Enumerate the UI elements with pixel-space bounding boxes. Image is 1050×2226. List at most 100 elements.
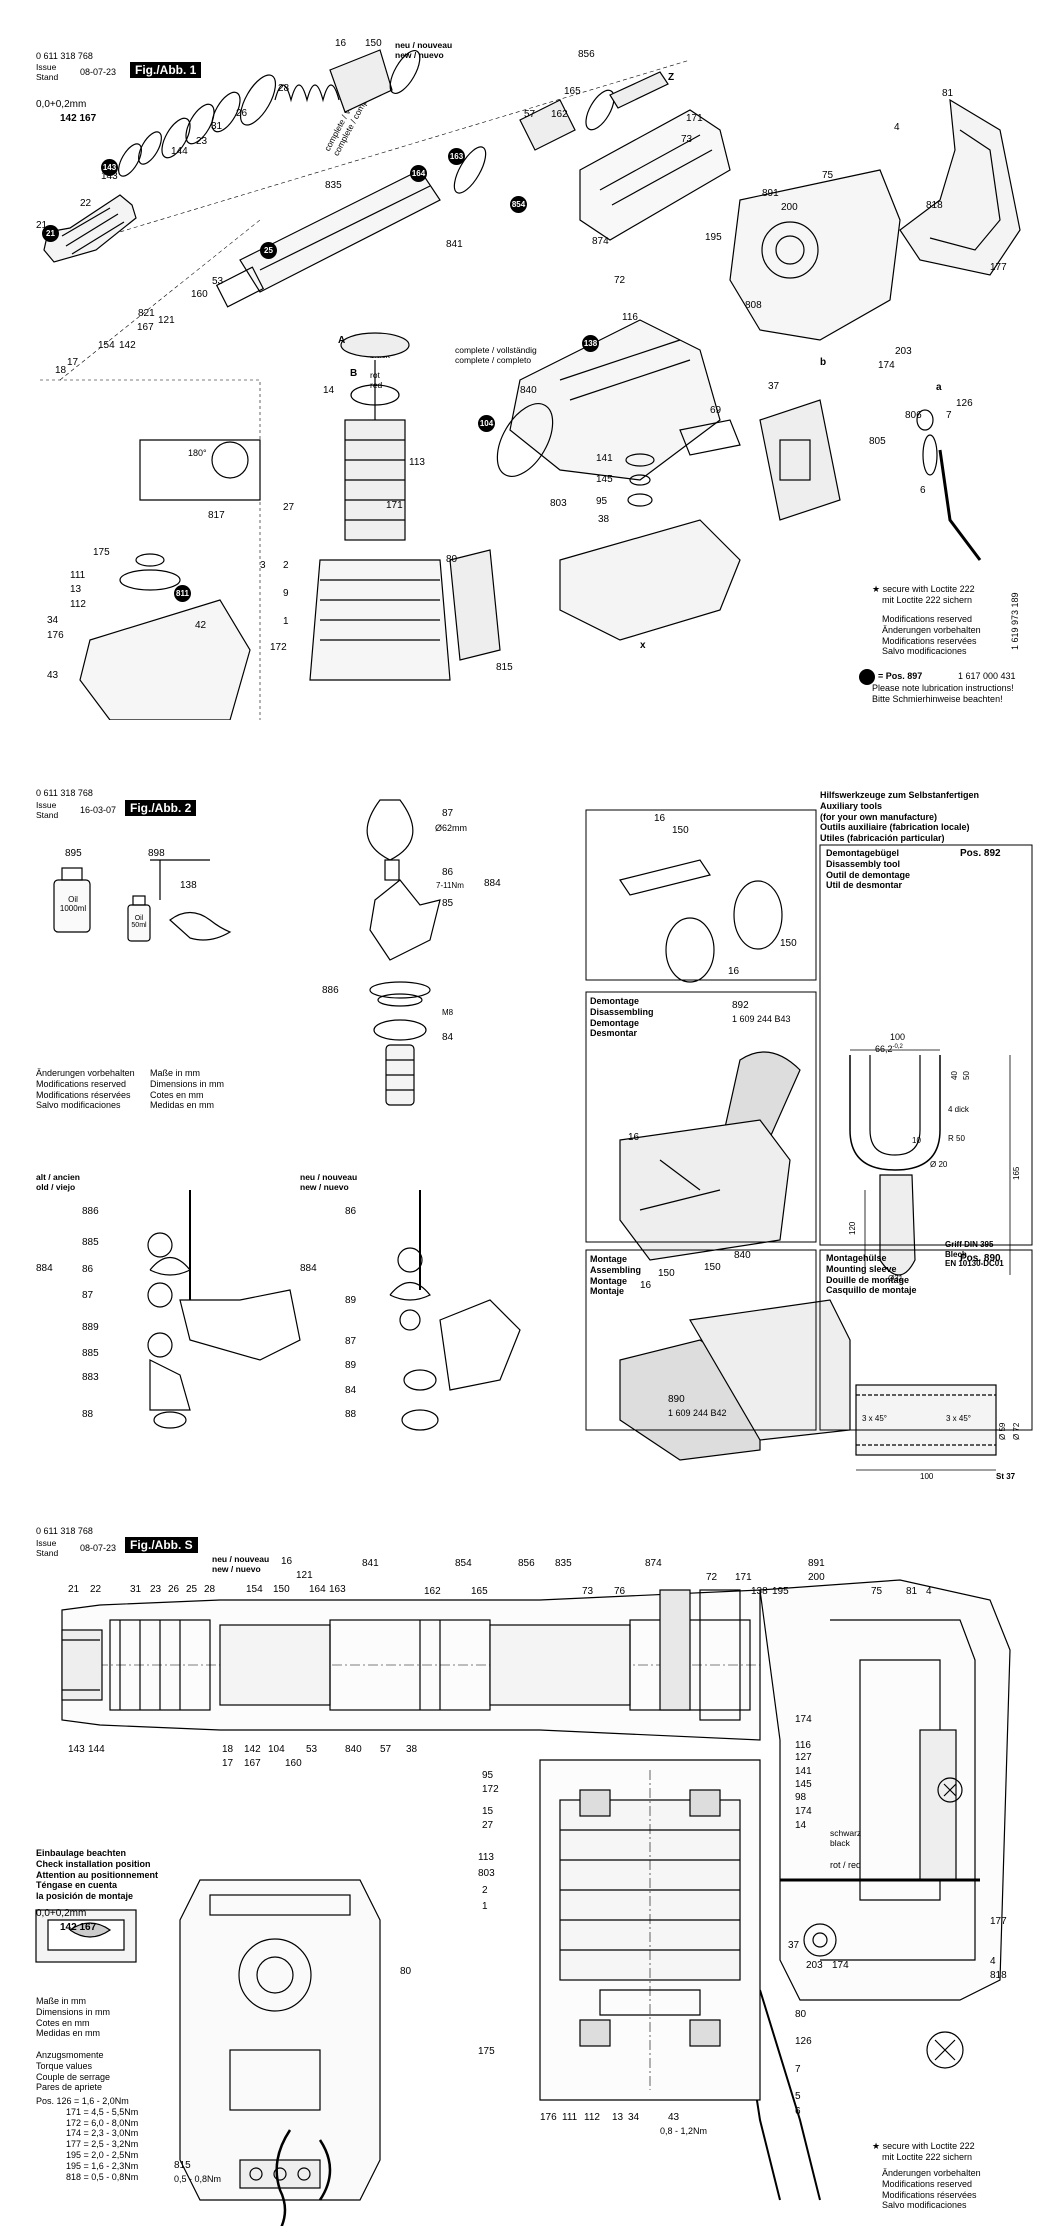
part-label: 81 (906, 1586, 918, 1597)
part-label: 27 (482, 1820, 494, 1831)
part-label: 87 (345, 1336, 357, 1347)
tolerance-parts: 142 167 (60, 113, 97, 124)
part-label: 69 (710, 405, 722, 416)
part-label: 840 (345, 1744, 362, 1755)
part-label: 17 (67, 357, 79, 368)
doc-number: 0 611 318 768 (36, 1526, 93, 1536)
star-icon: ★ (872, 584, 881, 594)
tolerance-label: 0,0+0,2mm (36, 99, 87, 110)
stand-date: 08-07-23 (80, 67, 117, 77)
part-label: 80 (446, 554, 458, 565)
part-label: 171 (686, 113, 703, 124)
part-label: 165 (564, 86, 581, 97)
part-label: 175 (93, 547, 110, 558)
part-label: 13 (612, 2112, 624, 2123)
part-label: 116 (795, 1740, 811, 1751)
part-label: 75 (871, 1586, 883, 1597)
lube-dot-icon (859, 669, 875, 685)
part-label: 162 (551, 109, 568, 120)
part-label: 4 (894, 122, 900, 133)
stand-date: 08-07-23 (80, 1543, 117, 1553)
part-label: 2 (482, 1885, 488, 1896)
part-label: 160 (191, 289, 208, 300)
part-label: 4 (926, 1586, 932, 1597)
part-label: 892 (732, 1000, 749, 1011)
star-icon: ★ (872, 2141, 881, 2151)
part-label: 43 (47, 670, 59, 681)
part-label: 141 (596, 453, 613, 464)
part-label: 57 (524, 109, 536, 120)
part-label: 34 (628, 2112, 640, 2123)
part-label: 86 (82, 1264, 94, 1275)
part-label: 150 (365, 38, 382, 49)
part-label: 817 (208, 510, 225, 521)
part-label: 145 (795, 1779, 812, 1790)
part-label: 73 (681, 134, 693, 145)
part-label: 126 (956, 398, 973, 409)
part-label: 177 (990, 1916, 1007, 1927)
part-label: 138 (751, 1586, 768, 1597)
dim-label: 4 dick (948, 1105, 969, 1114)
part-label: 143 (68, 1744, 85, 1755)
part-label: 895 (65, 848, 82, 859)
figure-tag: Fig./Abb. S (125, 1537, 198, 1553)
part-label: 174 (878, 360, 895, 371)
part-label: 200 (808, 1572, 825, 1583)
part-label: 203 (806, 1960, 823, 1971)
part-label: 150 (780, 938, 797, 949)
part-label: 176 (47, 630, 64, 641)
part-label: 113 (478, 1852, 494, 1863)
part-label: 150 (672, 825, 689, 836)
part-label: 806 (905, 410, 922, 421)
part-label: 150 (273, 1584, 290, 1595)
part-label: 200 (781, 202, 798, 213)
figure-tag: Fig./Abb. 2 (125, 800, 197, 816)
part-label: 57 (380, 1744, 392, 1755)
part-label: 80 (400, 1966, 412, 1977)
part-label: 95 (596, 496, 608, 507)
figure-tag: Fig./Abb. 1 (130, 62, 202, 78)
part-label: 203 (895, 346, 912, 357)
part-label: 890 (668, 1394, 685, 1405)
fig1-drawing (40, 49, 1021, 720)
part-label: 38 (406, 1744, 418, 1755)
part-label: 142 (119, 340, 136, 351)
part-label: 163 (329, 1584, 346, 1595)
part-label: 76 (614, 1586, 626, 1597)
part-label: 112 (70, 599, 86, 610)
loctite-note: ★ secure with Loctite 222 mit Loctite 22… (872, 2141, 975, 2162)
part-label: 104 (268, 1744, 285, 1755)
part-label: b (820, 357, 827, 368)
part-label: 42 (195, 620, 207, 631)
part-label: 75 (822, 170, 834, 181)
part-label: 37 (768, 381, 780, 392)
part-label: 85 (442, 898, 454, 909)
part-label: 141 (795, 1766, 812, 1777)
part-label: 177 (990, 262, 1007, 273)
part-label: 72 (614, 275, 626, 286)
dim-label: Ø 20 (930, 1160, 948, 1169)
part-label: 154 (98, 340, 115, 351)
part-label: 143 (101, 171, 118, 182)
part-label: 38 (598, 514, 610, 525)
hulse-pos: Pos. 890 (960, 1253, 1001, 1264)
part-label: 803 (478, 1868, 495, 1879)
tolerance-label: 0,0+0,2mm (36, 1908, 87, 1919)
part-label: 138 (180, 880, 197, 891)
torque-label: 7-11Nm (436, 881, 464, 890)
part-label: 165 (471, 1586, 488, 1597)
part-label: 840 (520, 385, 537, 396)
part-label: 23 (196, 136, 208, 147)
part-label: 16 (628, 1132, 640, 1143)
part-label: 805 (869, 436, 886, 447)
part-label: 886 (322, 985, 339, 996)
